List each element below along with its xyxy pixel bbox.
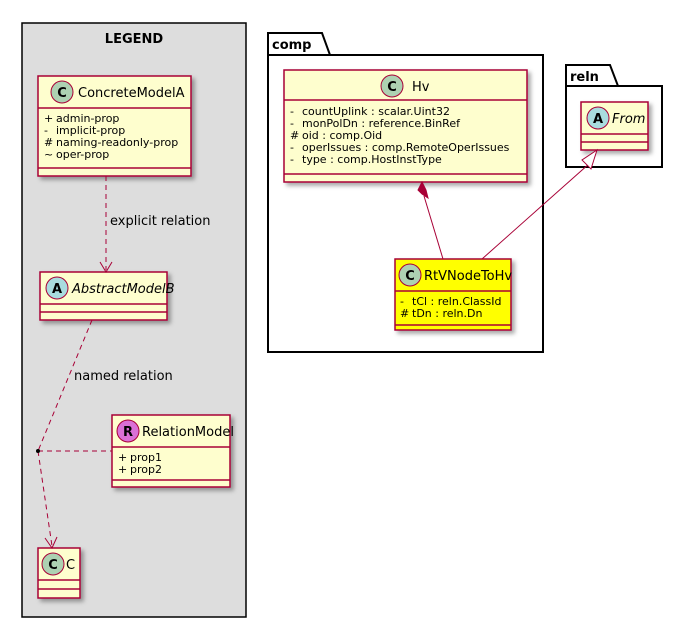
visibility-marker: ~	[44, 148, 53, 161]
attribute: countUplink : scalar.Uint32	[302, 105, 450, 118]
attribute: oper-prop	[56, 148, 109, 161]
attribute: prop1	[130, 451, 162, 464]
abstract-stereotype-icon: A	[586, 106, 610, 130]
relation-stereotype-icon: R	[116, 419, 140, 443]
association-point	[36, 449, 40, 453]
attribute: tDn : reln.Dn	[412, 307, 482, 320]
attribute-list: +admin-prop-implicit-prop#naming-readonl…	[44, 112, 178, 161]
svg-text:C: C	[405, 269, 415, 284]
class-from[interactable]: A From	[580, 101, 649, 151]
class-rtvnode-to-hv[interactable]: C RtVNodeToHv -tCl : reln.ClassId#tDn : …	[394, 258, 512, 331]
abstract-stereotype-icon: A	[45, 276, 69, 300]
attribute: monPolDn : reference.BinRef	[302, 117, 461, 130]
class-name: From	[612, 112, 645, 127]
svg-text:A: A	[593, 112, 603, 127]
visibility-marker: +	[44, 112, 53, 125]
class-concrete-model-a[interactable]: C ConcreteModelA +admin-prop-implicit-pr…	[37, 75, 192, 177]
class-name: ConcreteModelA	[78, 86, 185, 101]
attribute: type : comp.HostInstType	[302, 153, 442, 166]
attribute-list: +prop1+prop2	[118, 451, 162, 476]
attribute-list: -countUplink : scalar.Uint32-monPolDn : …	[290, 105, 510, 166]
class-c[interactable]: C C	[37, 547, 81, 599]
package-label: reln	[570, 70, 599, 85]
visibility-marker: -	[290, 117, 294, 130]
class-name: RelationModel	[142, 425, 234, 440]
edge-composition	[417, 180, 444, 260]
attribute-list: -tCl : reln.ClassId#tDn : reln.Dn	[400, 295, 502, 320]
attribute: admin-prop	[56, 112, 119, 125]
edge-label-explicit: explicit relation	[110, 214, 210, 229]
visibility-marker: -	[400, 295, 404, 308]
edge-generalization	[481, 148, 598, 260]
svg-text:C: C	[387, 80, 397, 95]
class-hv[interactable]: C Hv -countUplink : scalar.Uint32-monPol…	[283, 69, 528, 183]
inheritance-arrowhead	[581, 148, 598, 170]
attribute: tCl : reln.ClassId	[412, 295, 502, 308]
attribute: operIssues : comp.RemoteOperIssues	[302, 141, 510, 154]
attribute: implicit-prop	[56, 124, 125, 137]
class-relation-model[interactable]: R RelationModel +prop1+prop2	[111, 414, 234, 488]
class-abstract-model-b[interactable]: A AbstractModelB	[39, 271, 175, 321]
visibility-marker: #	[290, 129, 299, 142]
visibility-marker: #	[400, 307, 409, 320]
class-stereotype-icon: C	[398, 263, 422, 287]
visibility-marker: #	[44, 136, 53, 149]
class-name: AbstractModelB	[71, 282, 175, 297]
svg-text:A: A	[52, 282, 62, 297]
visibility-marker: +	[118, 463, 127, 476]
class-stereotype-icon: C	[50, 80, 74, 104]
svg-text:C: C	[57, 86, 67, 101]
visibility-marker: -	[290, 153, 294, 166]
composition-diamond	[417, 180, 429, 200]
attribute: naming-readonly-prop	[56, 136, 178, 149]
attribute: prop2	[130, 463, 162, 476]
visibility-marker: -	[290, 105, 294, 118]
visibility-marker: -	[44, 124, 48, 137]
visibility-marker: -	[290, 141, 294, 154]
attribute: oid : comp.Oid	[302, 129, 382, 142]
class-name: RtVNodeToHv	[424, 269, 512, 284]
class-stereotype-icon: C	[41, 552, 65, 576]
package-label: comp	[272, 38, 312, 53]
edge-explicit-relation: explicit relation	[99, 176, 210, 273]
class-name: C	[66, 558, 75, 573]
edge-named-relation: named relation	[36, 319, 173, 550]
visibility-marker: +	[118, 451, 127, 464]
svg-text:C: C	[48, 558, 58, 573]
class-stereotype-icon: C	[380, 74, 404, 98]
class-name: Hv	[412, 80, 430, 95]
edge-label-named: named relation	[74, 369, 173, 384]
svg-text:R: R	[123, 425, 133, 440]
legend-title: LEGEND	[105, 32, 164, 47]
